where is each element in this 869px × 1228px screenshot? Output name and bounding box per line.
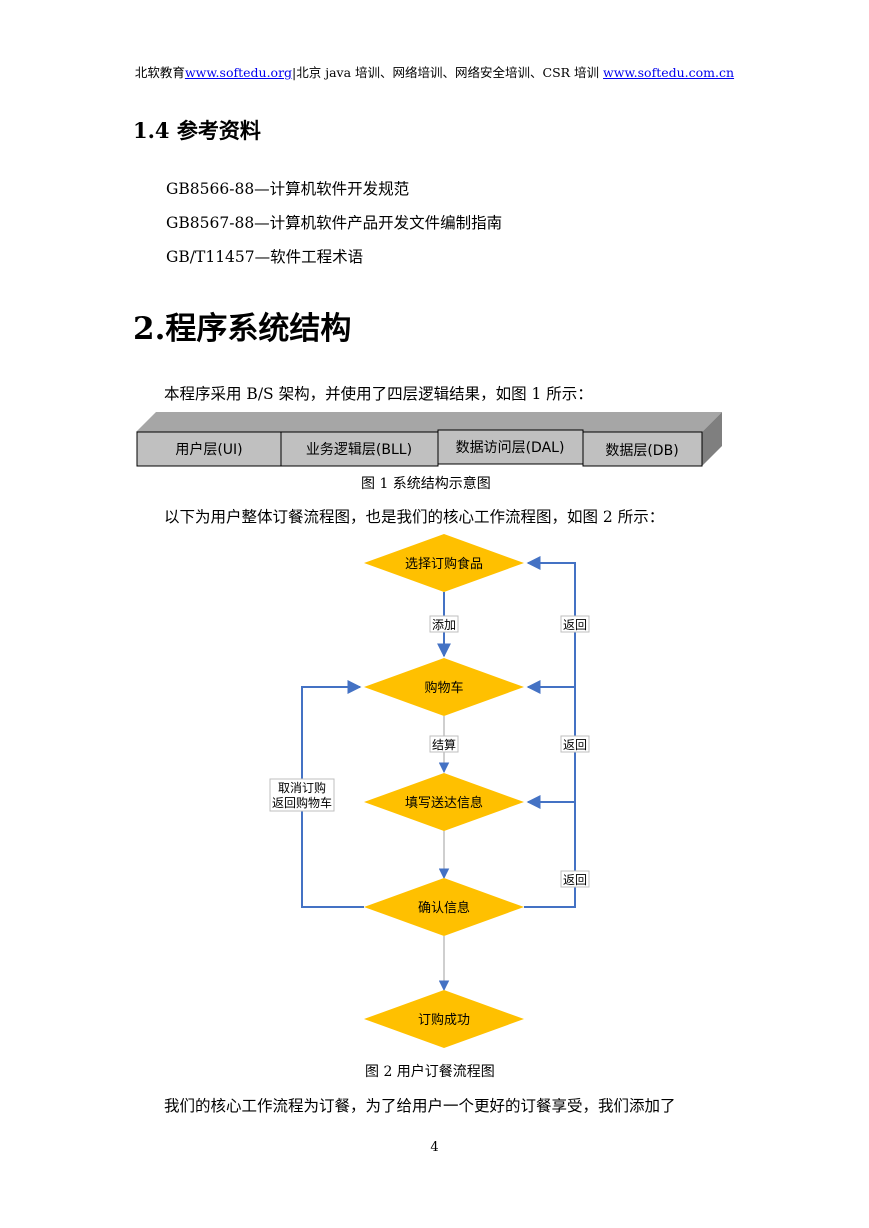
node-select-food <box>364 534 524 592</box>
node-fill-address <box>364 773 524 831</box>
header-link-com[interactable]: www.softedu.com.cn <box>603 65 735 80</box>
closing-paragraph: 我们的核心工作流程为订餐，为了给用户一个更好的订餐享受，我们添加了 <box>164 1097 676 1115</box>
header-middle: |北京 java 培训、网络培训、网络安全培训、CSR 培训 <box>292 65 600 80</box>
page-number: 4 <box>430 1140 439 1155</box>
figure-1-caption: 图 1 系统结构示意图 <box>361 476 491 492</box>
section-1-4-heading: 1.4 参考资料 <box>133 118 261 143</box>
return-path <box>524 556 576 908</box>
edge-label-back: 返回 <box>563 738 587 752</box>
node-success <box>364 990 524 1048</box>
edge-label-back: 返回 <box>563 873 587 887</box>
layer-ui-label: 用户层(UI) <box>175 441 242 458</box>
layer-dal-label: 数据访问层(DAL) <box>456 440 565 456</box>
reference-item: GB8567-88—计算机软件产品开发文件编制指南 <box>166 214 503 232</box>
architecture-diagram: 用户层(UI) 业务逻辑层(BLL) 数据访问层(DAL) 数据层(DB) <box>136 412 722 467</box>
layer-ui <box>136 431 282 467</box>
layer-bll-label: 业务逻辑层(BLL) <box>306 442 412 458</box>
flow-intro-paragraph: 以下为用户整体订餐流程图，也是我们的核心工作流程图，如图 2 所示： <box>164 508 665 526</box>
layer-dal <box>437 429 584 465</box>
page-header: 北软教育www.softedu.org|北京 java 培训、网络培训、网络安全… <box>0 62 869 81</box>
intro-paragraph: 本程序采用 B/S 架构，并使用了四层逻辑结果，如图 1 所示： <box>164 385 593 403</box>
header-prefix: 北软教育 <box>134 65 185 80</box>
layer-top-face <box>136 412 722 432</box>
edge-label-checkout: 结算 <box>432 737 456 752</box>
layer-db-label: 数据层(DB) <box>605 443 678 459</box>
node-select-food-label: 选择订购食品 <box>405 556 483 572</box>
layer-db <box>582 431 703 467</box>
node-fill-address-label: 填写送达信息 <box>405 795 483 811</box>
edge-label-cancel-line1: 取消订购 <box>278 780 326 795</box>
section-2-heading: 2.程序系统结构 <box>133 311 352 347</box>
header-link-org[interactable]: www.softedu.org <box>184 65 293 80</box>
node-confirm-label: 确认信息 <box>418 900 470 916</box>
edge-label-cancel-line2: 返回购物车 <box>272 795 332 810</box>
edge-label-add: 添加 <box>432 618 456 632</box>
layer-bll <box>280 431 439 467</box>
node-cart <box>364 658 524 716</box>
node-cart-label: 购物车 <box>424 680 463 696</box>
figure-2-caption: 图 2 用户订餐流程图 <box>365 1064 495 1080</box>
edge-label-back: 返回 <box>563 618 587 632</box>
node-confirm <box>364 878 524 936</box>
reference-item: GB8566-88—计算机软件开发规范 <box>166 180 410 198</box>
node-success-label: 订购成功 <box>418 1012 470 1028</box>
layer-side-face <box>702 412 722 466</box>
reference-item: GB/T11457—软件工程术语 <box>166 248 364 266</box>
